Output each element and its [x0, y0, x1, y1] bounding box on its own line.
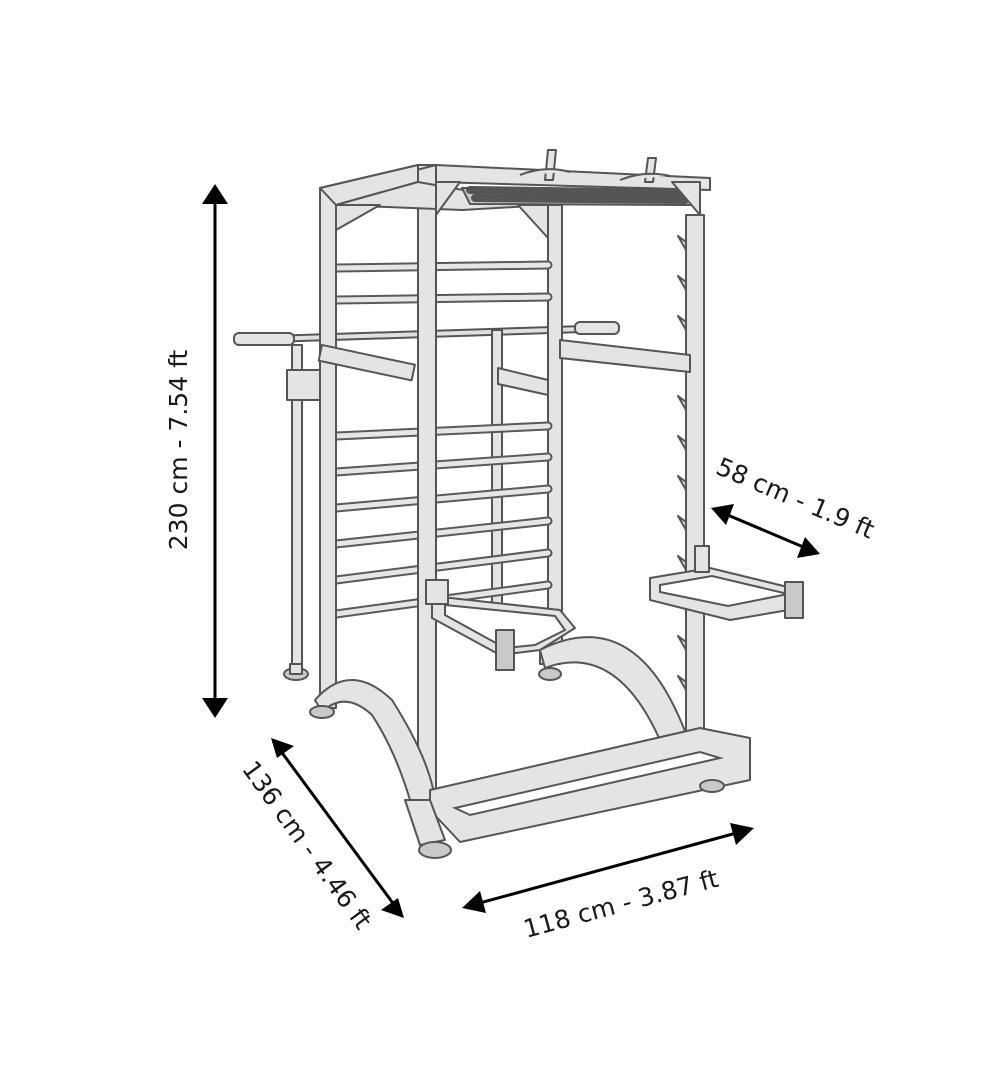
- center-step-platform: [425, 579, 576, 671]
- base-frame: [404, 727, 751, 859]
- right-upright: [677, 214, 705, 736]
- depth-arrow-bottom: [381, 898, 404, 918]
- step-depth-dimension-line: [722, 511, 809, 551]
- width-arrow-left: [462, 891, 486, 913]
- dip-arms: [497, 339, 691, 396]
- dimension-height: 230 cm - 7.54 ft: [164, 184, 228, 718]
- depth-label: 136 cm - 4.46 ft: [236, 755, 377, 934]
- width-label: 118 cm - 3.87 ft: [520, 864, 721, 944]
- width-dimension-line: [475, 830, 741, 906]
- height-arrow-top: [202, 184, 228, 204]
- right-step-platform: [649, 545, 804, 621]
- height-label: 230 cm - 7.54 ft: [164, 350, 193, 551]
- width-arrow-right: [730, 823, 754, 845]
- step-depth-arrow-left: [711, 504, 734, 525]
- dimension-depth: 136 cm - 4.46 ft: [236, 738, 404, 935]
- top-frame: [319, 149, 711, 239]
- dimension-width: 118 cm - 3.87 ft: [462, 823, 754, 944]
- left-outrigger: [283, 344, 322, 681]
- dimension-step-depth: 58 cm - 1.9 ft: [711, 452, 879, 558]
- depth-dimension-line: [278, 749, 397, 907]
- height-arrow-bottom: [202, 698, 228, 718]
- step-depth-arrow-right: [797, 537, 820, 558]
- wall-bars: [331, 260, 553, 619]
- depth-arrow-top: [271, 738, 294, 758]
- step-depth-label: 58 cm - 1.9 ft: [712, 452, 879, 545]
- rack-illustration: [233, 149, 804, 859]
